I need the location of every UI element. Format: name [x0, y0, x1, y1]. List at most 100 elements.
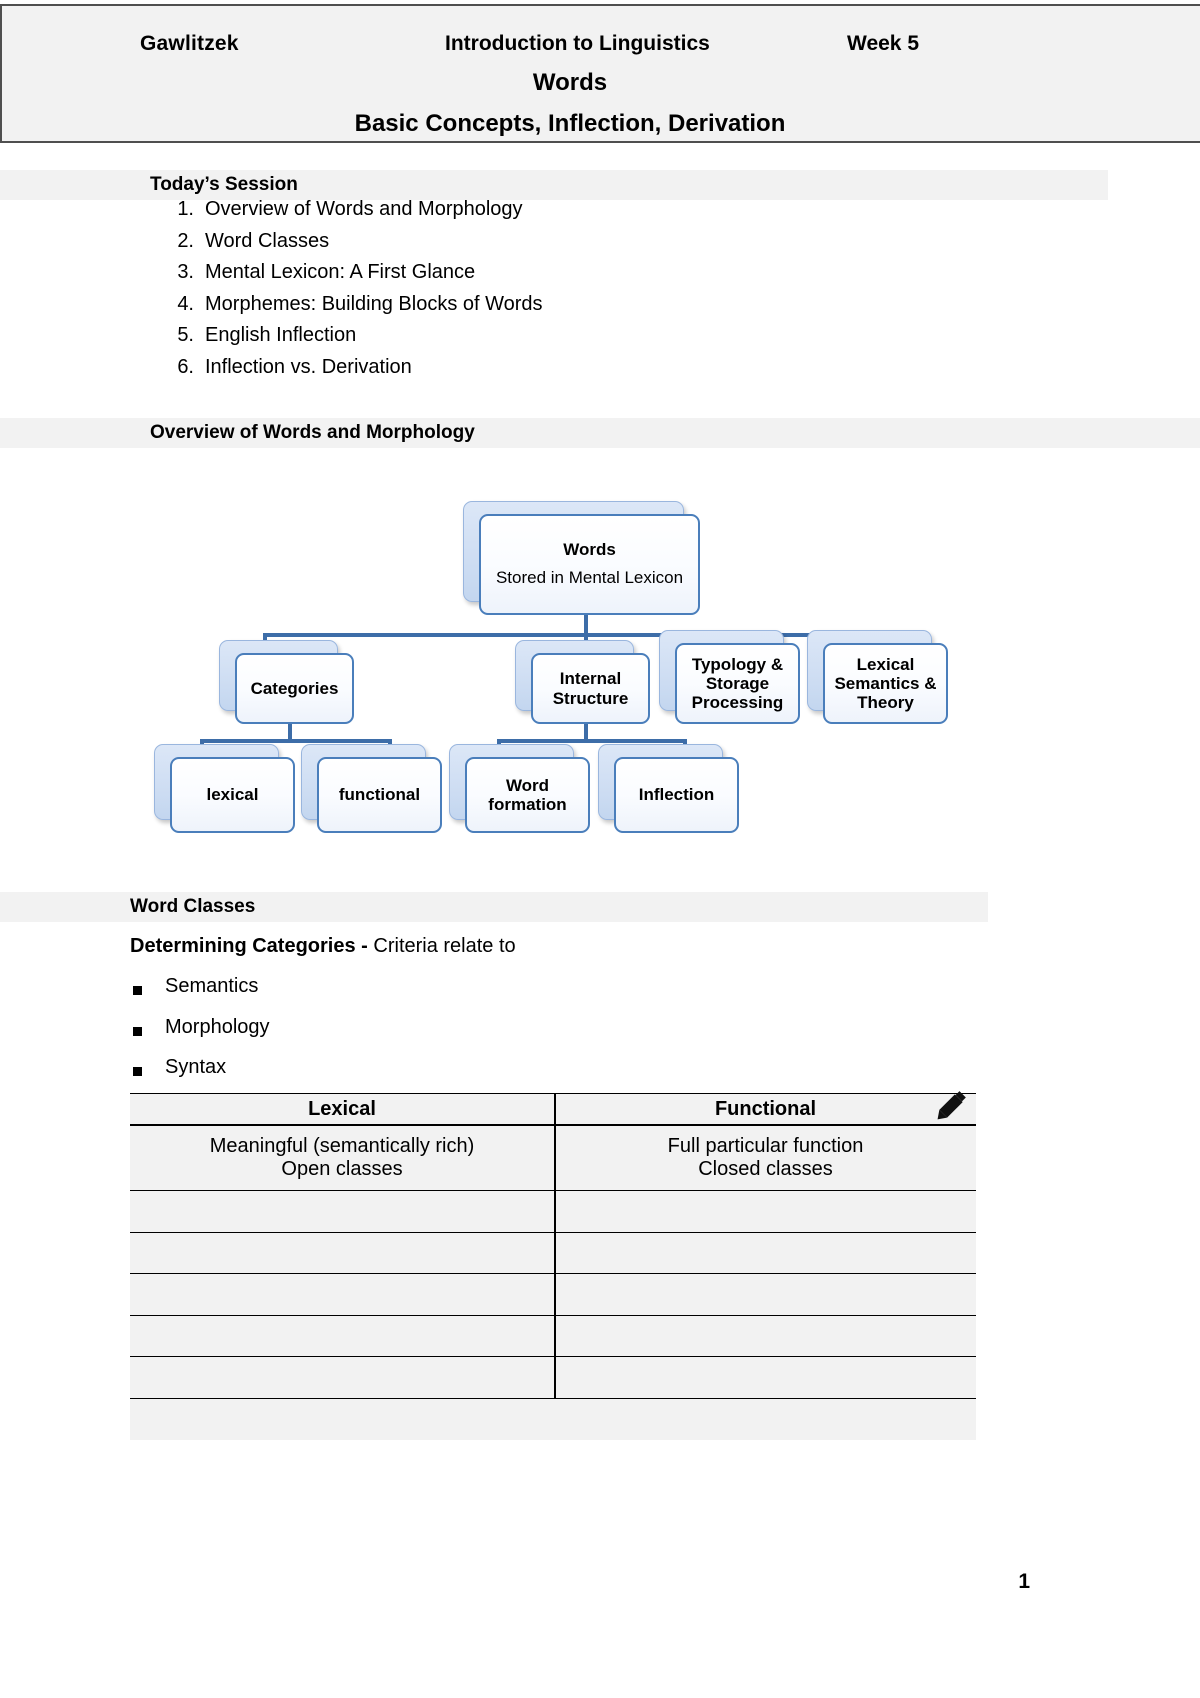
table-column-divider [554, 1191, 556, 1232]
diagram-node-inflection: Inflection [598, 744, 739, 833]
list-item-label: Overview of Words and Morphology [205, 198, 523, 220]
table-cell-line: Full particular function [667, 1135, 864, 1157]
diagram-node-lexical: lexical [154, 744, 295, 833]
table-row [130, 1274, 976, 1316]
list-item-label: English Inflection [205, 324, 357, 346]
node-face: Words Stored in Mental Lexicon [479, 514, 700, 615]
list-item-number: 3. [177, 261, 194, 283]
list-item-label: Mental Lexicon: A First Glance [205, 261, 476, 283]
node-title: Typology & Storage Processing [691, 654, 784, 713]
diagram-node-lexical-semantics-theory: Lexical Semantics & Theory [807, 630, 948, 724]
list-item-number: 6. [177, 355, 194, 378]
header-course: Introduction to Linguistics [445, 32, 710, 55]
diagram-node-internal-structure: Internal Structure [515, 640, 650, 724]
diagram-node-typology-storage-processing: Typology & Storage Processing [659, 630, 800, 724]
list-item: 3. Mental Lexicon: A First Glance [160, 261, 860, 293]
list-item-label: Word Classes [205, 229, 330, 252]
table-column-divider [554, 1126, 556, 1190]
node-face: Internal Structure [531, 653, 650, 724]
node-face: Word formation [465, 757, 590, 833]
table-row [130, 1357, 976, 1399]
table-cell-functional [555, 1316, 976, 1357]
lexical-functional-table: Lexical Functional Meaningful (semantica… [130, 1091, 976, 1440]
section-band-word-classes: Word Classes [0, 892, 988, 922]
determining-categories-rest: Criteria relate to [373, 935, 516, 957]
node-face: lexical [170, 757, 295, 833]
node-title: functional [338, 785, 421, 805]
table-cell-lexical [130, 1191, 554, 1232]
bullet-label: Morphology [165, 1015, 270, 1038]
list-item-number: 4. [177, 292, 194, 315]
header-author: Gawlitzek [140, 32, 239, 55]
list-item: 1. Overview of Words and Morphology [160, 198, 860, 230]
diagram-node-functional: functional [301, 744, 442, 833]
header-title-main: Words [532, 69, 608, 96]
node-face: Lexical Semantics & Theory [823, 643, 948, 724]
node-title: Categories [250, 678, 339, 698]
table-cell-functional [555, 1357, 976, 1398]
page-header: Gawlitzek Introduction to Linguistics We… [0, 4, 1200, 143]
node-subtitle: Stored in Mental Lexicon [495, 568, 684, 588]
list-item-label: Inflection vs. Derivation [205, 355, 412, 378]
node-face: Inflection [614, 757, 739, 833]
list-item: 4. Morphemes: Building Blocks of Words [160, 293, 860, 325]
table-cell-lexical: Meaningful (semantically rich) Open clas… [130, 1126, 554, 1190]
table-row: Meaningful (semantically rich) Open clas… [130, 1126, 976, 1191]
diagram-node-word-formation: Word formation [449, 744, 590, 833]
list-item-number: 1. [177, 198, 194, 220]
table-cell-line: Open classes [281, 1158, 403, 1180]
node-face: Categories [235, 653, 354, 724]
section-band-todays-session: Today’s Session [0, 170, 1108, 200]
header-meta-row: Gawlitzek Introduction to Linguistics We… [2, 32, 1162, 62]
table-cell-lexical [130, 1316, 554, 1357]
table-column-divider [554, 1357, 556, 1398]
section-heading-word-classes: Word Classes [130, 896, 256, 917]
table-cell-functional: Full particular function Closed classes [555, 1126, 976, 1190]
table-header-cell-lexical: Lexical [308, 1097, 376, 1120]
table-row-spacer [130, 1398, 976, 1440]
header-title-sub: Basic Concepts, Inflection, Derivation [354, 110, 786, 137]
node-title: Inflection [638, 785, 715, 805]
square-bullet-icon [133, 1067, 142, 1076]
table-row [130, 1191, 976, 1233]
table-cell-line: Meaningful (semantically rich) [209, 1135, 475, 1157]
node-title: Internal Structure [552, 669, 629, 708]
page-number: 1 [1018, 1570, 1030, 1593]
list-item: 2. Word Classes [160, 230, 860, 262]
table-cell-functional [555, 1274, 976, 1315]
bullet-label: Semantics [165, 975, 259, 997]
header-week: Week 5 [847, 32, 919, 55]
table-column-divider [554, 1274, 556, 1315]
connector-internal-bus [497, 739, 687, 743]
node-title: Words [563, 540, 616, 560]
determining-categories-line: Determining Categories - Criteria relate… [130, 935, 516, 958]
node-title: Word formation [488, 775, 567, 814]
section-band-overview: Overview of Words and Morphology [0, 418, 1200, 448]
table-cell-functional [555, 1233, 976, 1274]
diagram-node-categories: Categories [219, 640, 354, 724]
list-item: 5. English Inflection [160, 324, 860, 356]
list-item-number: 5. [177, 324, 194, 346]
list-item: 6. Inflection vs. Derivation [160, 356, 860, 388]
table-cell-lexical [130, 1357, 554, 1398]
table-cell-lexical [130, 1233, 554, 1274]
words-morphology-diagram: Words Stored in Mental Lexicon Categorie… [0, 495, 1200, 865]
section-heading-todays-session: Today’s Session [150, 174, 298, 195]
table-header-row: Lexical Functional [130, 1091, 976, 1126]
square-bullet-icon [133, 1026, 142, 1036]
square-bullet-icon [133, 986, 142, 995]
node-title: lexical [206, 785, 259, 805]
table-cell-functional [555, 1191, 976, 1232]
table-cell-lexical [130, 1274, 554, 1315]
section-heading-overview: Overview of Words and Morphology [150, 422, 475, 443]
connector-categories-bus [200, 739, 392, 743]
diagram-node-words: Words Stored in Mental Lexicon [463, 501, 700, 615]
table-row [130, 1232, 976, 1274]
pencil-icon[interactable] [928, 1086, 974, 1126]
table-row [130, 1315, 976, 1357]
connector-root-stem [584, 613, 588, 637]
table-column-divider [554, 1232, 556, 1273]
list-item-label: Morphemes: Building Blocks of Words [205, 292, 543, 315]
node-face: Typology & Storage Processing [675, 643, 800, 724]
